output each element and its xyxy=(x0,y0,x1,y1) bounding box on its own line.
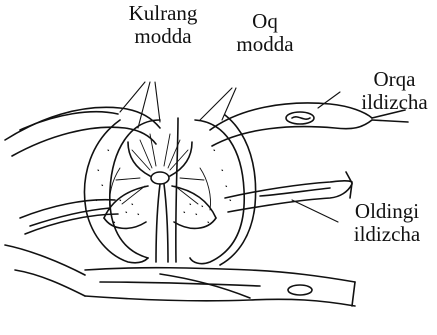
left-anterior-root xyxy=(20,200,118,234)
anterior-root-label-line1: Oldingi xyxy=(337,200,437,223)
anterior-root-label-line2: ildizcha xyxy=(337,223,437,246)
white-matter-label: Oq modda xyxy=(215,10,315,56)
lower-nerves xyxy=(5,245,355,306)
central-canal xyxy=(151,172,169,262)
grey-matter-label-line1: Kulrang xyxy=(93,2,233,25)
anterior-root-label: Oldingi ildizcha xyxy=(337,200,437,246)
grey-matter-label: Kulrang modda xyxy=(93,2,233,48)
white-matter-label-line2: modda xyxy=(215,33,315,56)
posterior-root-label-line2: ildizcha xyxy=(352,91,437,114)
posterior-root-label-line1: Orqa xyxy=(352,68,437,91)
left-posterior-root xyxy=(5,107,160,156)
white-matter-label-line1: Oq xyxy=(215,10,315,33)
posterior-root-label: Orqa ildizcha xyxy=(352,68,437,114)
grey-matter-label-line2: modda xyxy=(93,25,233,48)
stipple-dots xyxy=(96,150,231,223)
